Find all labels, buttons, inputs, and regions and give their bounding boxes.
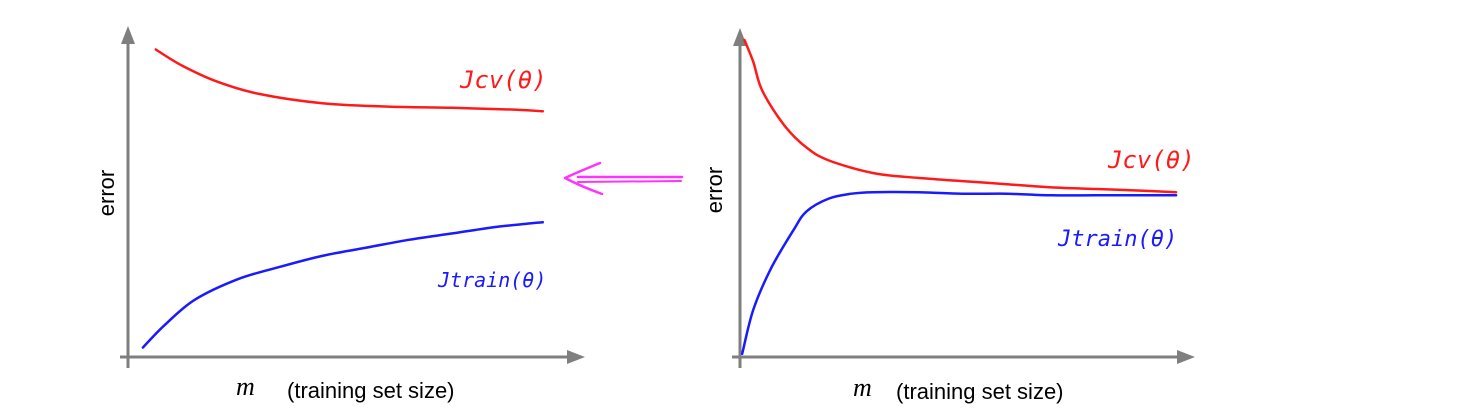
chart-high-bias: error m (training set size) Jcv(θ) Jtrai…: [702, 28, 1195, 404]
left-arrow-icon: [563, 161, 684, 196]
y-axis-label: error: [702, 167, 727, 213]
x-axis-label: (training set size): [287, 378, 455, 403]
train-error-curve: [740, 190, 1178, 356]
cv-error-curve: [743, 38, 1178, 194]
x-axis-variable: m: [236, 372, 255, 401]
x-axis-arrowhead: [1177, 350, 1195, 364]
y-axis-arrowhead: [733, 28, 747, 46]
y-axis-label: error: [94, 170, 119, 216]
cv-curve-label: Jcv(θ): [459, 66, 547, 94]
x-axis-arrowhead: [567, 350, 585, 364]
train-curve-label: Jtrain(θ): [1057, 227, 1177, 252]
x-axis-label: (training set size): [896, 379, 1064, 404]
chart-high-variance: error m (training set size) Jcv(θ) Jtrai…: [94, 26, 585, 403]
cv-curve-label: Jcv(θ): [1107, 146, 1195, 174]
train-curve-label: Jtrain(θ): [437, 268, 546, 292]
x-axis-variable: m: [853, 373, 872, 402]
cv-error-curve: [154, 48, 545, 113]
train-error-curve: [141, 221, 545, 349]
y-axis-arrowhead: [121, 26, 135, 44]
